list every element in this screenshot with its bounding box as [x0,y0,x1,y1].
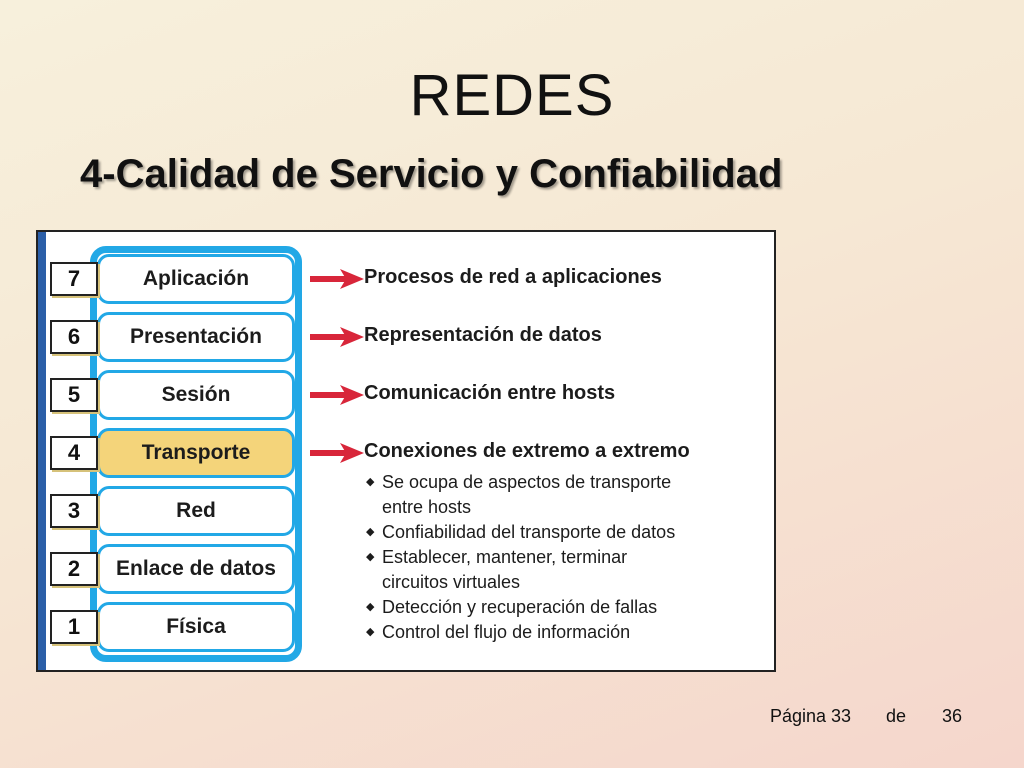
layer-row: Sesión [97,366,295,424]
layer-number: 1 [50,610,98,644]
layer-number: 3 [50,494,98,528]
diamond-bullet-icon: ◆ [366,601,375,613]
page-label: Página 33 [770,706,852,726]
right-arrow-icon [310,385,364,405]
bullet-text-line: Establecer, mantener, terminar [382,547,628,567]
layer-number: 6 [50,320,98,354]
transport-bullet: ◆ Se ocupa de aspectos de transporte entre… [366,470,766,520]
layer-number: 2 [50,552,98,586]
diamond-bullet-icon: ◆ [366,476,375,488]
transport-bullet: ◆ Establecer, mantener, terminar circuitos… [366,545,766,595]
right-arrow-icon [310,269,364,289]
right-arrow-icon [310,327,364,347]
diamond-bullet-icon: ◆ [366,626,375,638]
transport-bullet: ◆ Control del flujo de información [366,620,766,645]
right-arrow-icon [310,443,364,463]
bullet-text-line: circuitos virtuales [382,572,521,592]
layer-description: Comunicación entre hosts [364,382,616,404]
layer-number: 4 [50,436,98,470]
layer-name: Sesión [97,370,295,420]
layer-name: Red [97,486,295,536]
layer-name: Transporte [97,428,295,478]
layer-number: 5 [50,378,98,412]
layer-description: Conexiones de extremo a extremo [364,440,690,462]
slide-title: REDES [409,63,615,128]
bullet-text-line: Detección y recuperación de fallas [382,597,658,617]
layer-description: Representación de datos [364,324,602,346]
diamond-bullet-icon: ◆ [366,551,375,563]
bullet-text-line: Confiabilidad del transporte de datos [382,522,676,542]
layer-row: Presentación [97,308,295,366]
transport-bullet: ◆ Confiabilidad del transporte de datos [366,520,766,545]
bullet-text-line: Control del flujo de información [382,622,631,642]
layer-row: Aplicación [97,250,295,308]
layer-name: Física [97,602,295,652]
layer-number: 7 [50,262,98,296]
bullet-text-line: entre hosts [382,497,472,517]
layer-row: Transporte [97,424,295,482]
figure-stripe [38,232,46,670]
slide-subtitle: 4-Calidad de Servicio y Confiabilidad [80,152,783,196]
transport-bullet: ◆ Detección y recuperación de fallas [366,595,766,620]
layer-row: Física [97,598,295,656]
layer-row: Enlace de datos [97,540,295,598]
bullet-text-line: Se ocupa de aspectos de transporte [382,472,672,492]
layer-name: Presentación [97,312,295,362]
layer-description: Procesos de red a aplicaciones [364,266,662,288]
layer-row: Red [97,482,295,540]
layer-name: Aplicación [97,254,295,304]
page-of-label: de [886,706,907,726]
transport-bullet-list: ◆ Se ocupa de aspectos de transporte entre… [366,470,766,645]
page-total: 36 [942,706,963,726]
diamond-bullet-icon: ◆ [366,526,375,538]
layer-name: Enlace de datos [97,544,295,594]
